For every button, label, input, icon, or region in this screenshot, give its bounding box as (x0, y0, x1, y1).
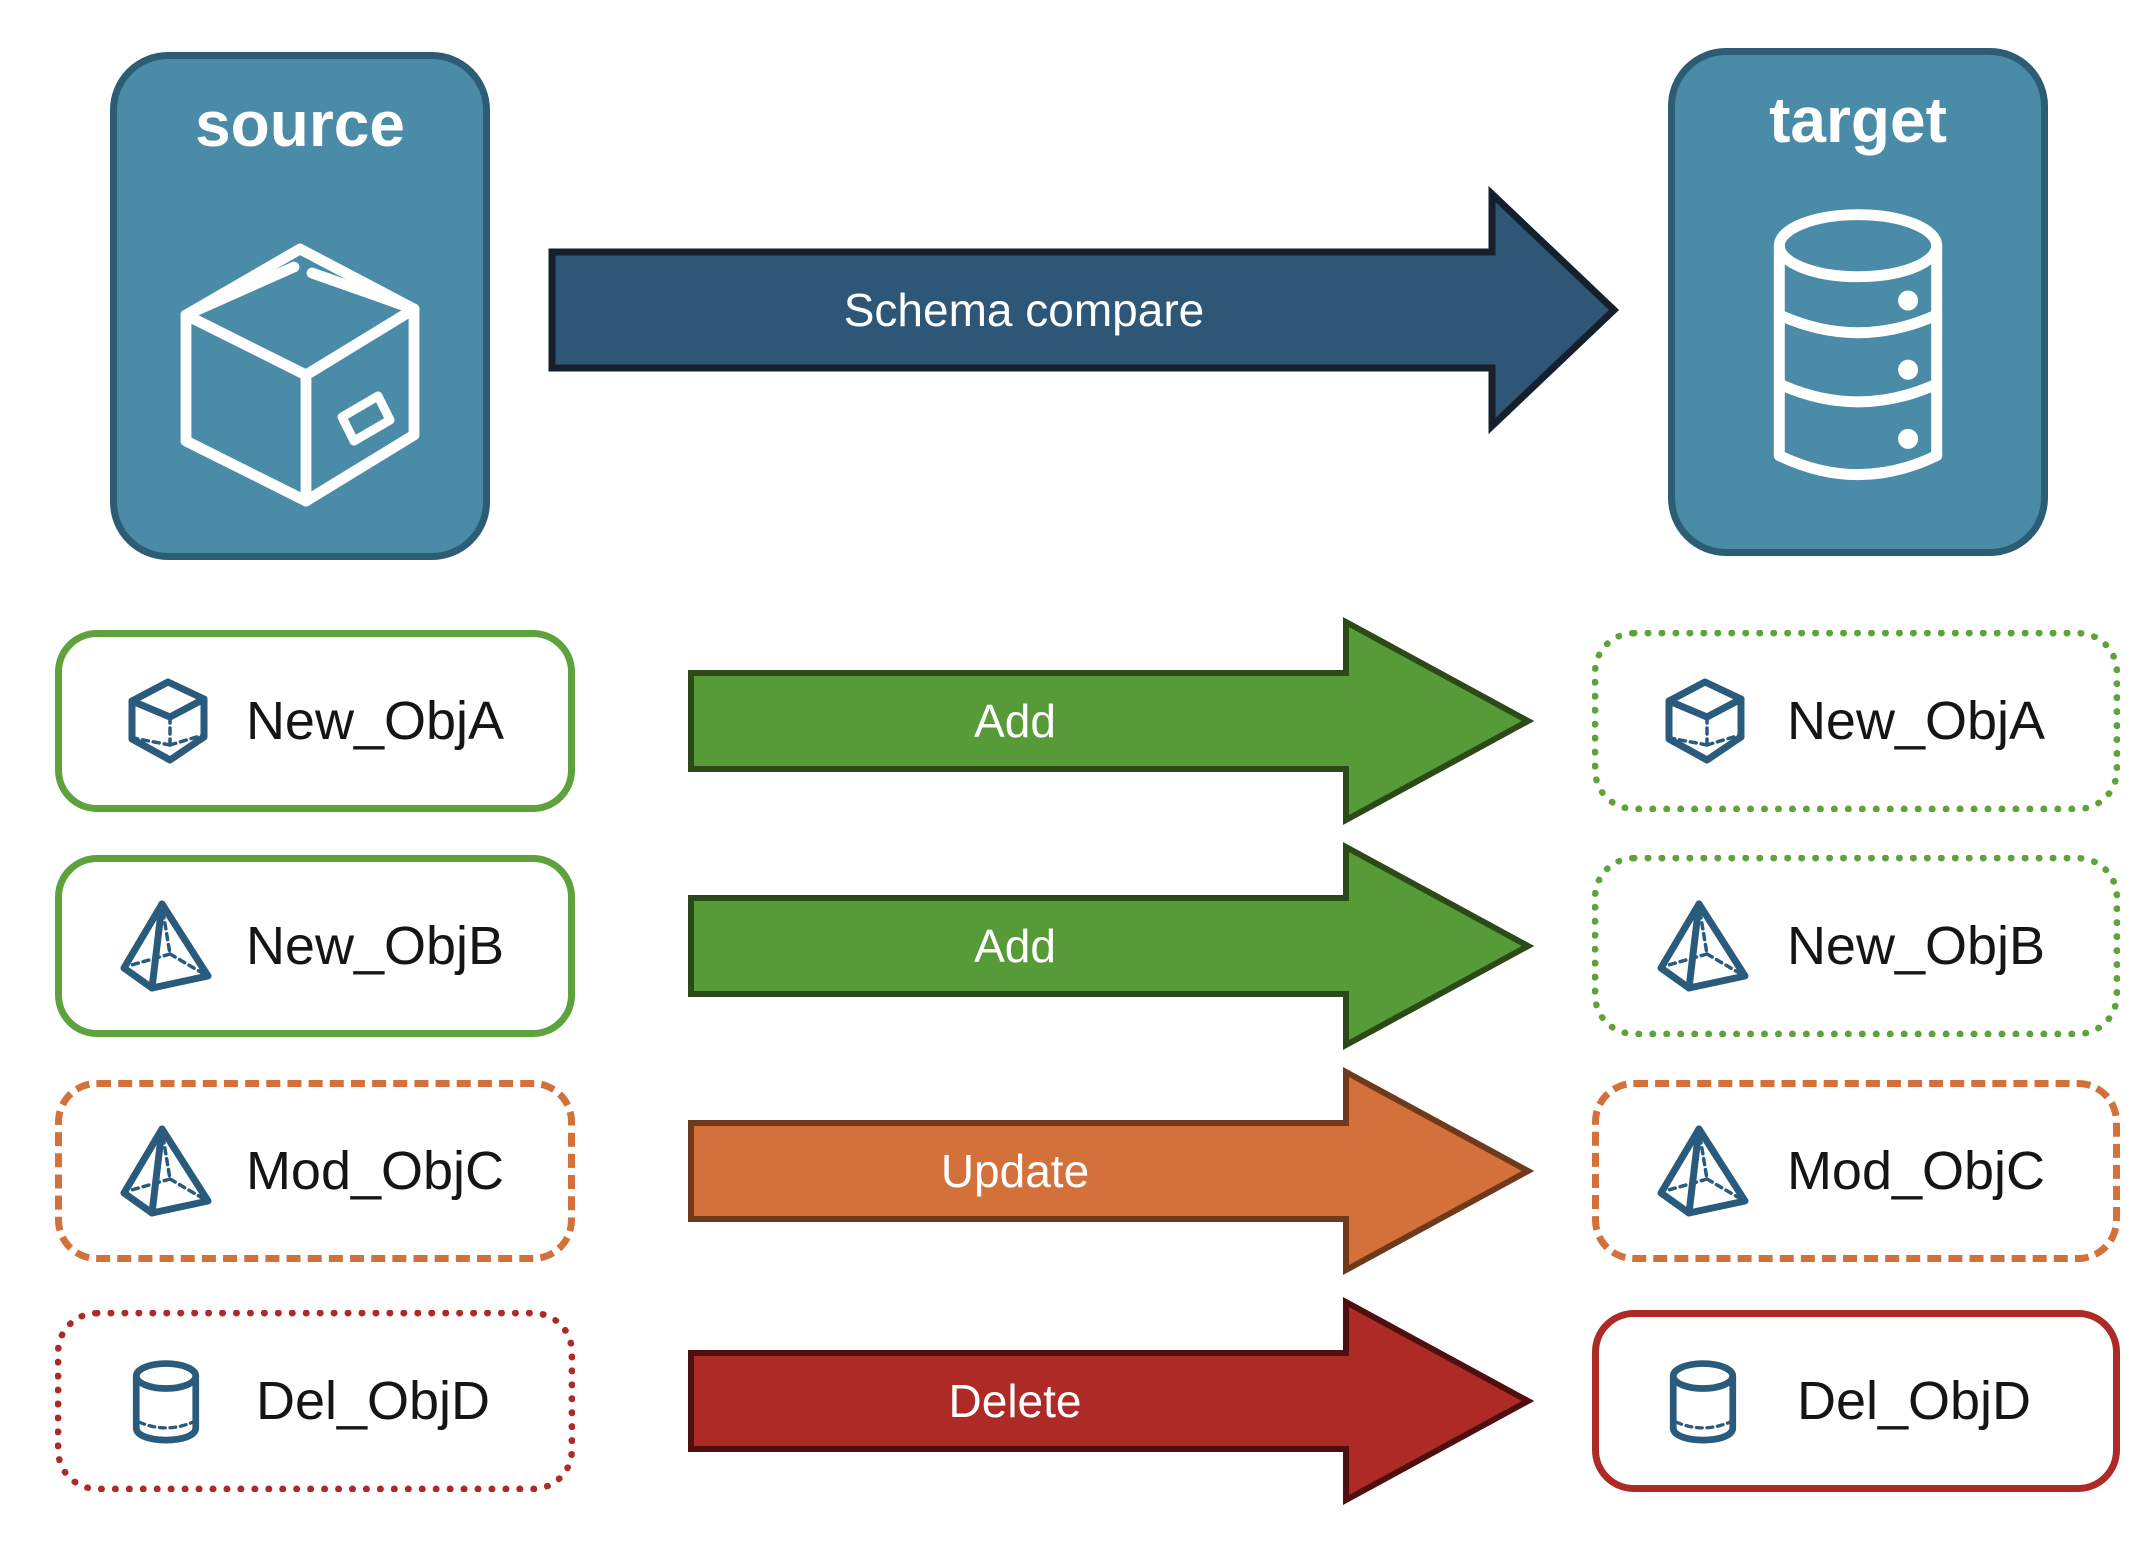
source-panel-title: source (195, 88, 405, 160)
add-arrow (688, 616, 1535, 826)
update-arrow (688, 1066, 1535, 1276)
pyramid-icon (118, 1121, 218, 1221)
cube-icon (1655, 671, 1755, 771)
source-object-box-del-objd: Del_ObjD (55, 1310, 575, 1492)
pyramid-icon (1655, 1121, 1755, 1221)
target-object-box-del-objd: Del_ObjD (1592, 1310, 2120, 1492)
object-label: Mod_ObjC (245, 1141, 505, 1201)
schema-compare-arrow (548, 185, 1620, 435)
source-object-box-new-obja: New_ObjA (55, 630, 575, 812)
cylinder-icon (118, 1351, 214, 1451)
update-arrow-label: Update (940, 1145, 1090, 1197)
target-object-box-new-obja: New_ObjA (1592, 630, 2120, 812)
object-label: Mod_ObjC (1786, 1141, 2046, 1201)
source-object-box-mod-objc: Mod_ObjC (55, 1080, 575, 1262)
object-label: New_ObjB (1786, 916, 2046, 976)
add-arrow (688, 841, 1535, 1051)
pyramid-icon (1655, 896, 1755, 996)
target-panel-title: target (1769, 84, 1947, 156)
add-arrow-label: Add (974, 695, 1056, 747)
delete-arrow-label: Delete (948, 1375, 1082, 1427)
add-arrow-label: Add (974, 920, 1056, 972)
source-panel: source (110, 52, 490, 560)
database-icon (1773, 209, 1943, 481)
object-label: New_ObjA (1786, 691, 2046, 751)
delete-arrow (688, 1296, 1535, 1506)
source-object-box-new-objb: New_ObjB (55, 855, 575, 1037)
cylinder-icon (1655, 1351, 1751, 1451)
target-panel: target (1668, 48, 2048, 556)
object-label: Del_ObjD (1796, 1371, 2032, 1431)
schema-compare-arrow-label: Schema compare (843, 284, 1205, 336)
pyramid-icon (118, 896, 218, 996)
package-icon (180, 243, 420, 507)
object-label: Del_ObjD (255, 1371, 491, 1431)
target-object-box-new-objb: New_ObjB (1592, 855, 2120, 1037)
cube-icon (118, 671, 218, 771)
object-label: New_ObjA (245, 691, 505, 751)
target-object-box-mod-objc: Mod_ObjC (1592, 1080, 2120, 1262)
object-label: New_ObjB (245, 916, 505, 976)
